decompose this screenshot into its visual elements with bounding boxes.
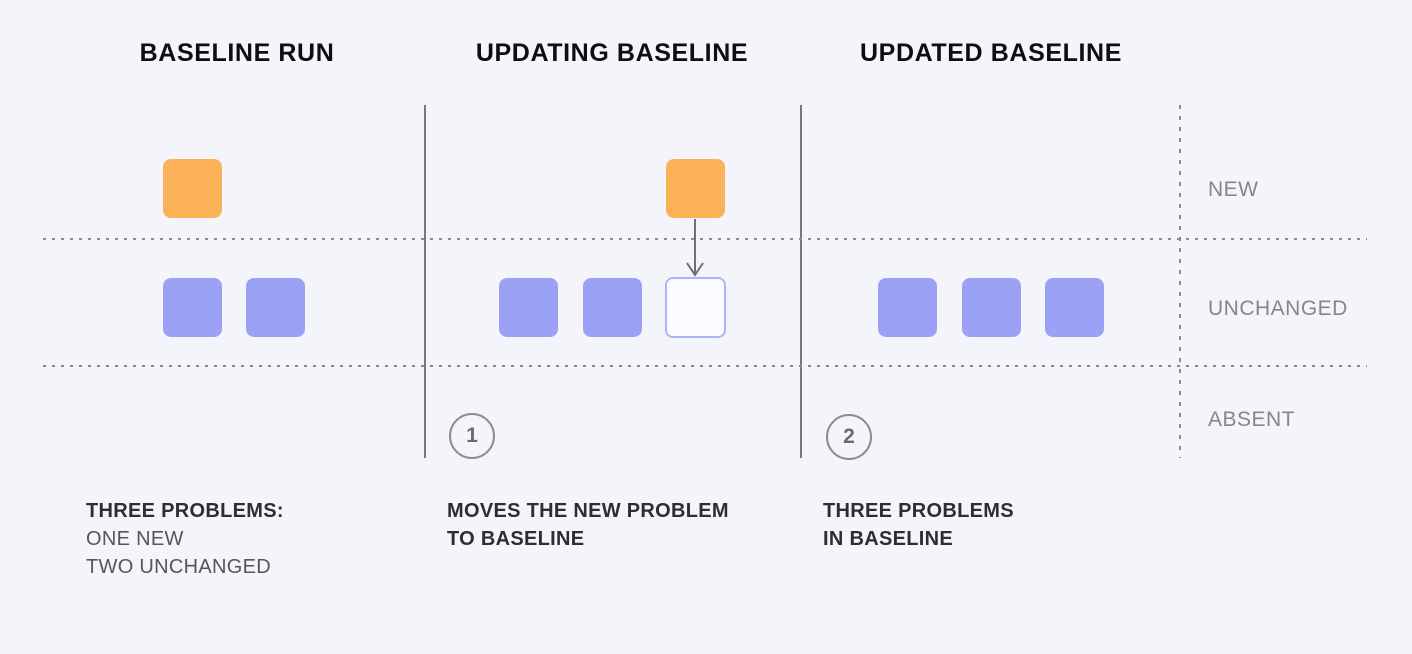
unchanged-problem-square [499,278,558,337]
column-divider-1 [424,105,426,458]
row-label-absent: ABSENT [1208,408,1296,431]
caption-line: TO BASELINE [447,528,585,550]
new-problem-square [163,159,222,218]
caption-baseline-run: THREE PROBLEMS: ONE NEW TWO UNCHANGED [86,497,284,581]
caption-updated-baseline: THREE PROBLEMS IN BASELINE [823,497,1014,553]
step-1-badge: 1 [449,413,495,459]
column-header-updated-baseline: UPDATED BASELINE [860,39,1122,67]
unchanged-problem-square [1045,278,1104,337]
caption-updating-baseline: MOVES THE NEW PROBLEM TO BASELINE [447,497,729,553]
unchanged-problem-square [246,278,305,337]
row-divider-unchanged-absent [43,365,1367,367]
step-2-badge: 2 [826,414,872,460]
caption-line: TWO UNCHANGED [86,556,272,578]
move-to-baseline-arrow-icon [686,219,704,277]
new-problem-square [666,159,725,218]
caption-line: IN BASELINE [823,528,953,550]
column-header-baseline-run: BASELINE RUN [139,39,335,67]
caption-line: ONE NEW [86,528,184,550]
caption-line: THREE PROBLEMS [823,500,1014,522]
row-labels-divider [1179,105,1181,458]
caption-title: THREE PROBLEMS: [86,500,284,522]
row-label-new: NEW [1208,178,1259,201]
unchanged-problem-square [163,278,222,337]
column-header-updating-baseline: UPDATING BASELINE [475,39,749,67]
unchanged-problem-square [878,278,937,337]
caption-line: MOVES THE NEW PROBLEM [447,500,729,522]
unchanged-problem-square [583,278,642,337]
row-divider-new-unchanged [43,238,1367,240]
row-label-unchanged: UNCHANGED [1208,297,1348,320]
unchanged-problem-square [962,278,1021,337]
column-divider-2 [800,105,802,458]
baseline-placeholder-square [665,277,726,338]
